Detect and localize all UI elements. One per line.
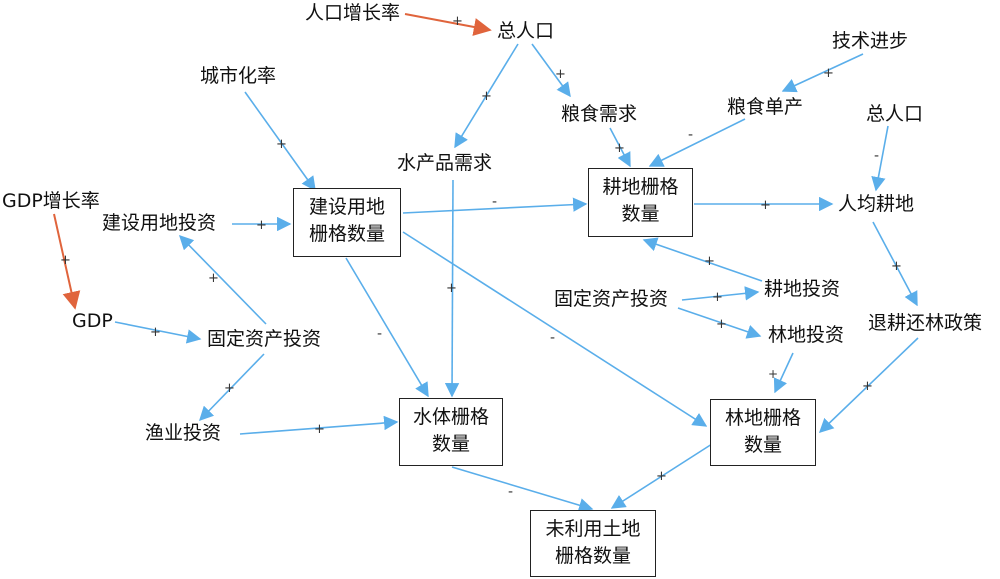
svg-text:+: + — [760, 198, 771, 213]
svg-text:+: + — [614, 141, 625, 156]
box-construction-land-grid-line1: 建设用地 — [308, 196, 385, 218]
box-unused-land-grid-line1: 未利用土地 — [545, 518, 641, 540]
svg-text:+: + — [712, 290, 723, 305]
edge-farmland-grid-to-per-capita: + — [694, 196, 834, 213]
box-construction-land-grid: 建设用地 栅格数量 — [293, 188, 401, 257]
svg-text:+: + — [704, 254, 715, 269]
svg-text:-: - — [492, 194, 497, 210]
edge-per-capita-to-grain-for-green: + — [872, 221, 918, 307]
node-total-population-top: 总人口 — [497, 20, 555, 42]
box-unused-land-grid: 未利用土地 栅格数量 — [530, 510, 656, 577]
edge-total-pop-right-to-per-capita: - — [871, 125, 889, 192]
edge-construction-grid-to-forest-grid: - — [402, 231, 708, 427]
edge-water-grid-to-unused-grid: - — [451, 466, 594, 513]
svg-text:+: + — [446, 281, 457, 296]
node-gdp-growth-rate: GDP增长率 — [2, 190, 100, 212]
node-urbanization-rate: 城市化率 — [200, 65, 277, 87]
box-unused-land-grid-line2: 栅格数量 — [554, 545, 631, 567]
node-grain-for-green-policy: 退耕还林政策 — [868, 312, 983, 334]
svg-text:+: + — [452, 14, 463, 29]
edge-tech-to-grain-yield: + — [781, 53, 864, 93]
svg-text:+: + — [656, 469, 667, 484]
node-technology-progress: 技术进步 — [832, 30, 909, 52]
node-forest-investment: 林地投资 — [768, 324, 845, 346]
node-aquatic-product-demand: 水产品需求 — [397, 152, 493, 174]
node-grain-demand: 粮食需求 — [561, 103, 638, 125]
box-construction-land-grid-line2: 栅格数量 — [308, 223, 385, 245]
node-farmland-investment: 耕地投资 — [764, 278, 841, 300]
svg-text:-: - — [508, 484, 513, 500]
svg-text:+: + — [768, 367, 778, 381]
box-forest-grid-line1: 林地栅格 — [724, 407, 801, 429]
node-total-population-right: 总人口 — [866, 103, 924, 125]
edge-farmland-invest-to-farmland-grid: + — [642, 237, 763, 282]
edge-gdp-to-fixed-invest: + — [114, 321, 202, 344]
box-forest-grid-line2: 数量 — [743, 434, 782, 456]
svg-text:+: + — [481, 89, 492, 104]
edge-urbanization-to-construction-grid: + — [244, 91, 316, 192]
edge-total-pop-to-aquatic-demand: + — [454, 43, 519, 149]
edge-grain-for-green-to-forest-grid: + — [818, 337, 919, 433]
edge-fixed-invest-to-fishery-invest: + — [198, 353, 265, 422]
edge-grain-demand-to-farmland-grid: + — [609, 127, 631, 168]
svg-text:+: + — [276, 137, 287, 152]
svg-text:+: + — [256, 218, 267, 233]
edge-aquatic-demand-to-water-grid: + — [444, 179, 460, 398]
svg-text:+: + — [60, 253, 71, 268]
edge-construction-grid-to-water-grid: - — [345, 257, 429, 398]
box-water-grid: 水体栅格 数量 — [399, 398, 503, 466]
edge-fixed-invest-mid-to-forest-invest: + — [677, 307, 762, 339]
svg-text:+: + — [862, 379, 873, 394]
node-grain-yield: 粮食单产 — [727, 96, 804, 118]
node-construction-land-investment: 建设用地投资 — [102, 212, 217, 234]
svg-text:-: - — [550, 330, 555, 346]
svg-text:-: - — [688, 127, 693, 143]
box-farmland-grid-line2: 数量 — [621, 203, 660, 225]
edge-gdp-growth-to-gdp: + — [53, 213, 81, 310]
node-population-growth-rate: 人口增长率 — [305, 2, 401, 24]
svg-text:+: + — [208, 271, 219, 286]
node-fixed-asset-investment-left: 固定资产投资 — [207, 328, 322, 350]
box-water-grid-line1: 水体栅格 — [412, 406, 489, 428]
box-farmland-grid-line1: 耕地栅格 — [602, 176, 679, 198]
svg-text:+: + — [823, 66, 834, 81]
edge-fixed-invest-mid-to-farmland-invest: + — [681, 286, 760, 305]
edge-construction-invest-to-construction-grid: + — [232, 216, 292, 233]
edge-fixed-invest-to-construction-invest: + — [178, 234, 267, 325]
svg-text:+: + — [314, 422, 325, 437]
node-per-capita-farmland: 人均耕地 — [838, 193, 915, 215]
node-fixed-asset-investment-mid: 固定资产投资 — [554, 288, 669, 310]
svg-text:-: - — [377, 326, 382, 342]
edge-grain-yield-to-farmland-grid: - — [648, 118, 746, 167]
edge-forest-invest-to-forest-grid: + — [768, 352, 794, 394]
edge-construction-grid-to-farmland-grid: - — [402, 194, 588, 214]
edge-fishery-invest-to-water-grid: + — [239, 415, 399, 437]
box-water-grid-line2: 数量 — [431, 433, 470, 455]
edge-forest-grid-to-unused-grid: + — [610, 443, 713, 509]
edge-pop-growth-to-total-pop: + — [404, 13, 492, 36]
svg-text:+: + — [555, 67, 566, 82]
svg-text:-: - — [874, 148, 879, 164]
node-fishery-investment: 渔业投资 — [145, 422, 222, 444]
svg-text:+: + — [716, 317, 727, 332]
svg-text:+: + — [891, 259, 902, 274]
svg-text:+: + — [224, 381, 235, 396]
box-farmland-grid: 耕地栅格 数量 — [588, 168, 693, 237]
svg-text:+: + — [150, 325, 161, 340]
node-gdp: GDP — [72, 310, 113, 332]
edge-total-pop-to-grain-demand: + — [531, 43, 571, 98]
box-forest-grid: 林地栅格 数量 — [710, 399, 816, 466]
